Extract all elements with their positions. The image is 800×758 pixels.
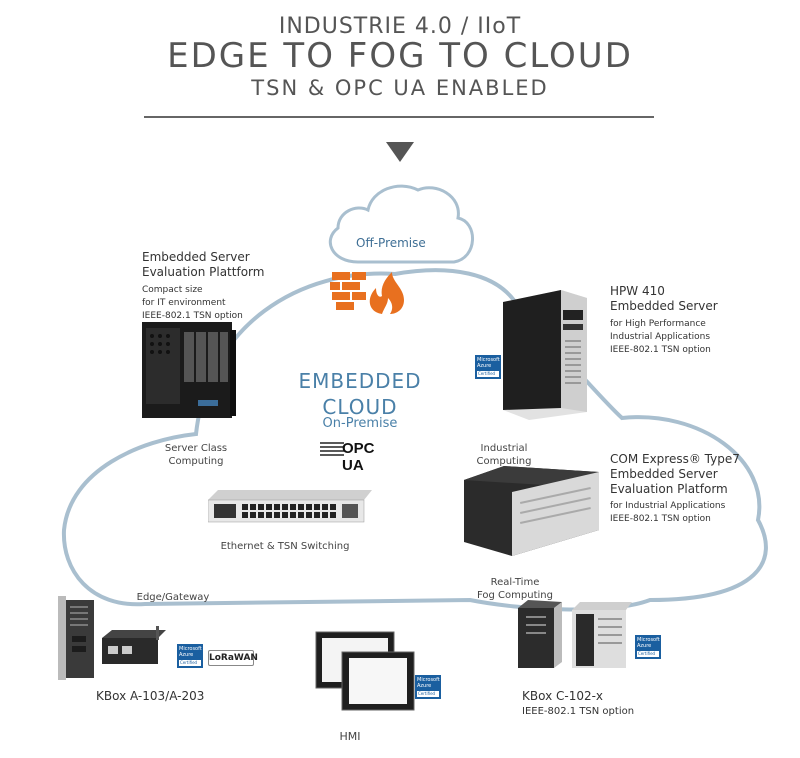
kbox-c-label: KBox C-102-x (522, 689, 604, 703)
server-class-label-1: Server Class (164, 443, 228, 454)
com-express-title-2: Embedded Server (610, 467, 718, 481)
ethernet-label: Ethernet & TSN Switching (220, 541, 350, 552)
badge-text-microsoft: Microsoft (637, 637, 660, 643)
realtime-label-2: Fog Computing (477, 590, 553, 601)
badge-text-microsoft: Microsoft (179, 646, 202, 652)
hpw410-sub-1: for High Performance (610, 319, 706, 329)
badge-text-certified: Certified (417, 691, 439, 697)
server-class-image (142, 322, 236, 418)
server-eval-sub-2: for IT environment (142, 298, 226, 308)
ms-azure-badge-kbox-c: Microsoft Azure Certified (635, 635, 661, 659)
hpw410-title-2: Embedded Server (610, 299, 718, 313)
server-eval-title-2: Evaluation Plattform (142, 265, 265, 279)
realtime-label-1: Real-Time (490, 577, 540, 588)
embedded-cloud-title-2: CLOUD (322, 395, 398, 419)
header-title: EDGE TO FOG TO CLOUD (167, 36, 633, 76)
badge-text-azure: Azure (179, 652, 194, 658)
kbox-c-sub: IEEE-802.1 TSN option (522, 706, 635, 717)
hpw410-sub-3: IEEE-802.1 TSN option (610, 345, 711, 355)
ms-azure-badge-hmi: Microsoft Azure Certified (415, 675, 441, 699)
ms-azure-badge-kbox-a: Microsoft Azure Certified (177, 644, 203, 668)
badge-text-azure: Azure (477, 363, 492, 369)
server-eval-title-1: Embedded Server (142, 250, 250, 264)
hmi-image (315, 631, 415, 711)
opc-ua-logo: OPC UA (320, 439, 400, 474)
industrial-label-1: Industrial (480, 443, 528, 454)
hpw410-server-image (503, 290, 587, 420)
com-express-title-1: COM Express® Type7 (610, 452, 740, 466)
header-line-1: INDUSTRIE 4.0 / IIoT (278, 14, 522, 39)
kbox-c-image (518, 600, 632, 668)
hpw410-sub-2: Industrial Applications (610, 332, 711, 342)
badge-text-microsoft: Microsoft (417, 677, 440, 683)
opc-globe-icon (320, 442, 344, 456)
badge-text-certified: Certified (179, 660, 201, 666)
server-eval-sub-3: IEEE-802.1 TSN option (142, 311, 243, 321)
ms-azure-badge-hpw: Microsoft Azure Certified (475, 355, 501, 379)
ethernet-switch-image (208, 490, 372, 523)
header-divider (144, 116, 654, 118)
hpw410-title-1: HPW 410 (610, 284, 665, 298)
header-line-3: TSN & OPC UA ENABLED (251, 76, 549, 100)
com-express-title-3: Evaluation Platform (610, 482, 728, 496)
off-premise-label: Off-Premise (356, 236, 426, 250)
embedded-cloud-title-1: EMBEDDED (298, 369, 422, 393)
com-express-sub-2: IEEE-802.1 TSN option (610, 514, 711, 524)
badge-text-certified: Certified (477, 371, 499, 377)
hmi-label: HMI (339, 730, 361, 743)
embedded-cloud-outline (61, 268, 768, 612)
com-express-server-image (464, 466, 599, 556)
com-express-sub-1: for Industrial Applications (610, 501, 726, 511)
server-class-label-2: Computing (168, 456, 224, 467)
offpremise-cloud-outline (328, 184, 474, 264)
kbox-a-image (58, 596, 166, 680)
edge-gateway-label: Edge/Gateway (136, 592, 210, 603)
lorawan-logo: LoRaWAN (208, 650, 258, 666)
badge-text-microsoft: Microsoft (477, 357, 500, 363)
down-arrow-icon (386, 142, 414, 162)
server-eval-sub-1: Compact size (142, 285, 203, 295)
industrial-label-2: Computing (476, 456, 532, 467)
firewall-icon (330, 272, 404, 314)
badge-text-azure: Azure (637, 643, 652, 649)
on-premise-label: On-Premise (322, 416, 398, 431)
badge-text-certified: Certified (637, 651, 659, 657)
opc-ua-text: OPC UA (342, 440, 375, 474)
badge-text-azure: Azure (417, 683, 432, 689)
kbox-a-label: KBox A-103/A-203 (96, 689, 205, 703)
